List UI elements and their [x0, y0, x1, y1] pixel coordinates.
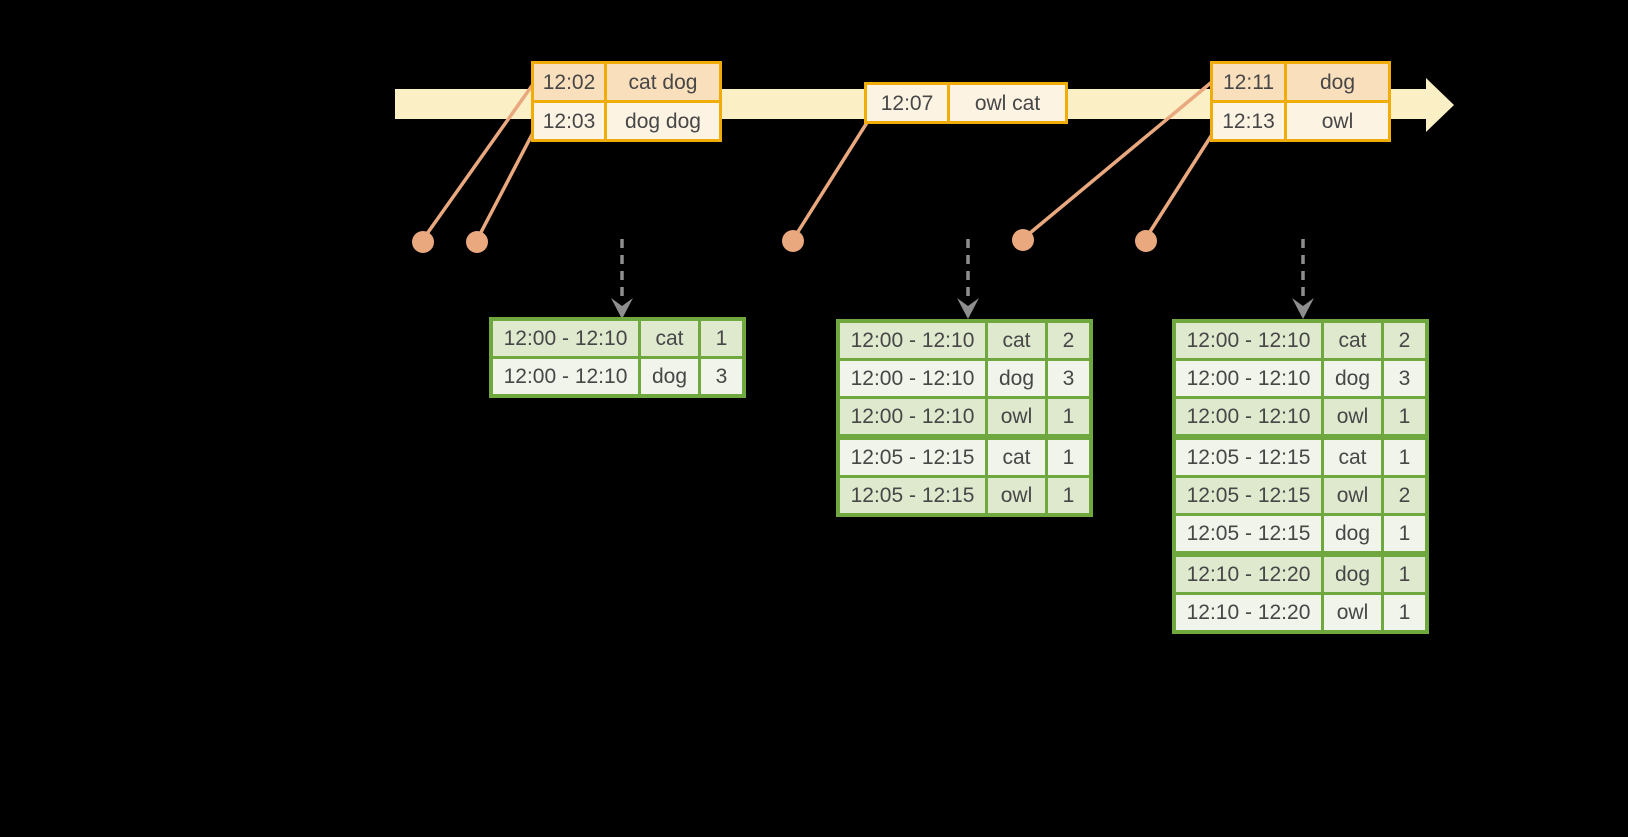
event-dot [1012, 229, 1034, 251]
cell-word: owl [985, 396, 1048, 439]
result-row: 12:00 - 12:10 dog 3 [489, 356, 746, 398]
cell-word: owl [1321, 475, 1384, 516]
trigger-arrowhead-icon [957, 298, 979, 319]
cell-word: dog [1321, 551, 1384, 595]
cell-word: owl [985, 475, 1048, 517]
cell-window: 12:00 - 12:10 [1172, 396, 1324, 439]
cell-count: 1 [1381, 551, 1429, 595]
result-row: 12:00 - 12:10 owl 1 [1172, 396, 1429, 439]
event-words: dog [1284, 61, 1391, 103]
cell-window: 12:00 - 12:10 [489, 356, 641, 398]
cell-count: 1 [1381, 592, 1429, 634]
cell-word: cat [985, 319, 1048, 361]
event-words: cat dog [604, 61, 722, 103]
cell-count: 3 [1381, 358, 1429, 399]
event-dot [1135, 230, 1157, 252]
result-row: 12:00 - 12:10 cat 2 [836, 319, 1093, 361]
trigger-arrowhead-icon [1292, 298, 1314, 319]
event-row: 12:03 dog dog [531, 100, 722, 142]
cell-window: 12:10 - 12:20 [1172, 551, 1324, 595]
event-dot [412, 231, 434, 253]
event-connector-line [422, 78, 538, 240]
event-dot [466, 231, 488, 253]
cell-window: 12:05 - 12:15 [836, 434, 988, 478]
cell-count: 1 [1381, 434, 1429, 478]
cell-count: 1 [1381, 396, 1429, 439]
cell-count: 2 [1381, 319, 1429, 361]
event-row: 12:11 dog [1210, 61, 1391, 103]
event-row: 12:07 owl cat [864, 82, 1068, 124]
cell-word: dog [985, 358, 1048, 399]
result-table-2: 12:00 - 12:10 cat 2 12:00 - 12:10 dog 3 … [836, 319, 1093, 517]
result-table-3: 12:00 - 12:10 cat 2 12:00 - 12:10 dog 3 … [1172, 319, 1429, 634]
cell-count: 1 [1045, 396, 1093, 439]
cell-count: 1 [1381, 513, 1429, 556]
event-words: owl cat [947, 82, 1068, 124]
cell-word: cat [985, 434, 1048, 478]
event-connector-line [476, 126, 538, 239]
event-row: 12:02 cat dog [531, 61, 722, 103]
event-table-3: 12:11 dog 12:13 owl [1210, 61, 1391, 142]
cell-count: 2 [1045, 319, 1093, 361]
cell-word: cat [1321, 434, 1384, 478]
cell-word: dog [1321, 358, 1384, 399]
result-row: 12:05 - 12:15 cat 1 [836, 434, 1093, 478]
result-table-1: 12:00 - 12:10 cat 1 12:00 - 12:10 dog 3 [489, 317, 746, 398]
cell-window: 12:05 - 12:15 [1172, 475, 1324, 516]
cell-word: dog [1321, 513, 1384, 556]
cell-window: 12:00 - 12:10 [1172, 358, 1324, 399]
event-words: dog dog [604, 100, 722, 142]
cell-window: 12:00 - 12:10 [836, 396, 988, 439]
cell-window: 12:05 - 12:15 [1172, 434, 1324, 478]
cell-window: 12:05 - 12:15 [836, 475, 988, 517]
cell-count: 3 [698, 356, 746, 398]
cell-word: dog [638, 356, 701, 398]
cell-word: cat [638, 317, 701, 359]
cell-window: 12:00 - 12:10 [836, 358, 988, 399]
cell-window: 12:05 - 12:15 [1172, 513, 1324, 556]
cell-window: 12:00 - 12:10 [489, 317, 641, 359]
event-connector-line [1144, 132, 1215, 239]
cell-count: 2 [1381, 475, 1429, 516]
event-time: 12:11 [1210, 61, 1287, 103]
result-row: 12:10 - 12:20 owl 1 [1172, 592, 1429, 634]
event-words: owl [1284, 100, 1391, 142]
cell-count: 3 [1045, 358, 1093, 399]
result-row: 12:00 - 12:10 cat 2 [1172, 319, 1429, 361]
result-row: 12:05 - 12:15 cat 1 [1172, 434, 1429, 478]
cell-window: 12:00 - 12:10 [1172, 319, 1324, 361]
event-connector-line [792, 120, 870, 239]
event-connector-line [1022, 79, 1215, 240]
cell-window: 12:00 - 12:10 [836, 319, 988, 361]
cell-count: 1 [1045, 434, 1093, 478]
trigger-arrowhead-icon [611, 298, 633, 319]
result-row: 12:05 - 12:15 owl 1 [836, 475, 1093, 517]
event-time: 12:13 [1210, 100, 1287, 142]
result-row: 12:00 - 12:10 dog 3 [1172, 358, 1429, 399]
cell-word: cat [1321, 319, 1384, 361]
result-row: 12:10 - 12:20 dog 1 [1172, 551, 1429, 595]
cell-word: owl [1321, 592, 1384, 634]
cell-count: 1 [1045, 475, 1093, 517]
result-row: 12:05 - 12:15 owl 2 [1172, 475, 1429, 516]
result-row: 12:00 - 12:10 cat 1 [489, 317, 746, 359]
event-time: 12:02 [531, 61, 607, 103]
timeline-arrowhead-icon [1426, 78, 1454, 132]
event-time: 12:07 [864, 82, 950, 124]
event-time: 12:03 [531, 100, 607, 142]
event-dot [782, 230, 804, 252]
cell-word: owl [1321, 396, 1384, 439]
cell-window: 12:10 - 12:20 [1172, 592, 1324, 634]
cell-count: 1 [698, 317, 746, 359]
result-row: 12:05 - 12:15 dog 1 [1172, 513, 1429, 556]
event-table-2: 12:07 owl cat [864, 82, 1068, 124]
event-table-1: 12:02 cat dog 12:03 dog dog [531, 61, 722, 142]
result-row: 12:00 - 12:10 dog 3 [836, 358, 1093, 399]
result-row: 12:00 - 12:10 owl 1 [836, 396, 1093, 439]
event-row: 12:13 owl [1210, 100, 1391, 142]
